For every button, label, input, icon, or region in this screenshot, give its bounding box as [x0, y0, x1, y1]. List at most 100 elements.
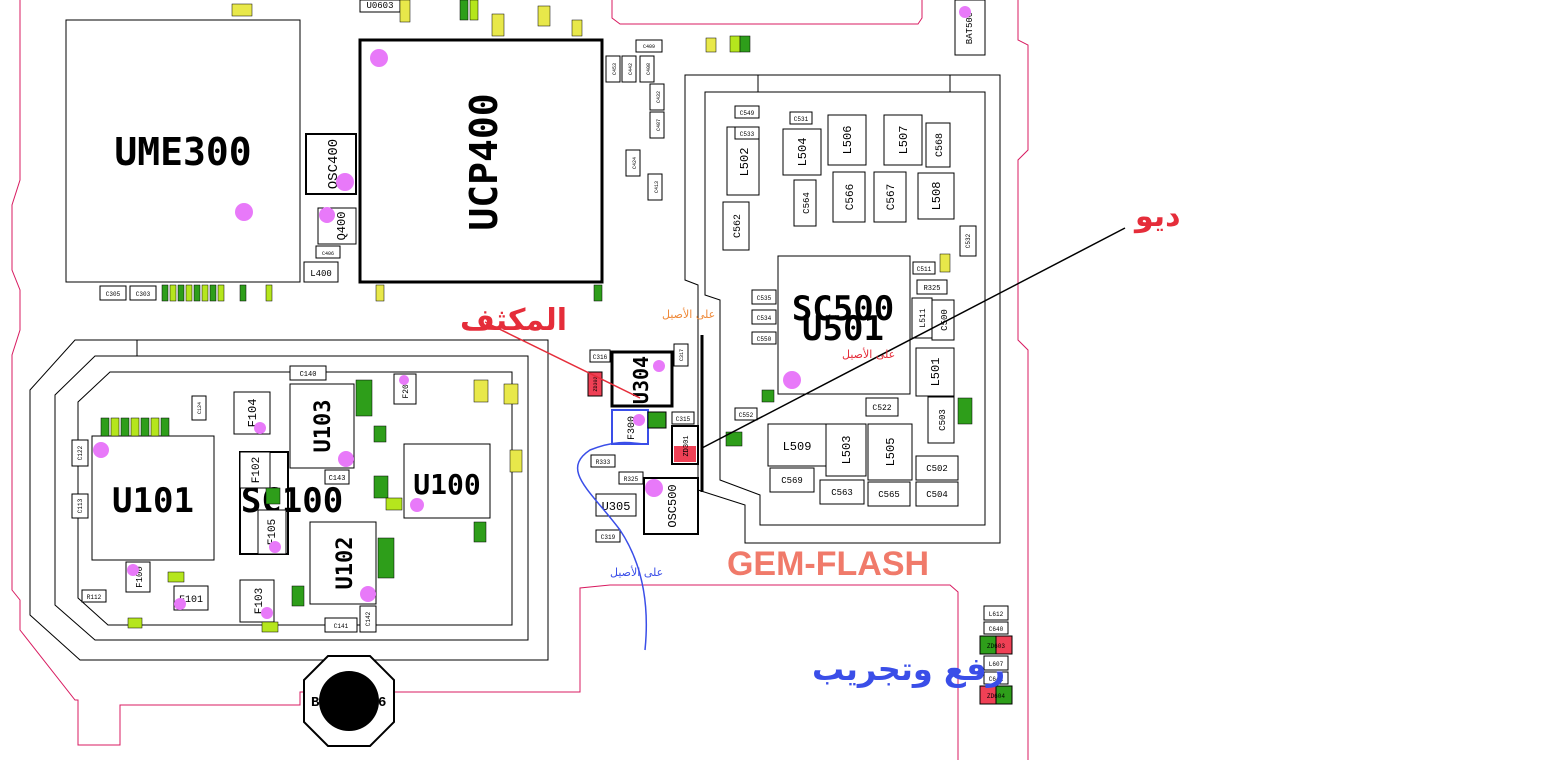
shield-frame-lower-left: [29, 339, 549, 661]
chip-label-f105: F105: [267, 519, 279, 545]
test-point-dot: [399, 375, 409, 385]
label-c442: C442: [628, 63, 634, 75]
label-l509: L509: [783, 440, 812, 454]
label-c568: C568: [935, 133, 946, 157]
chip-label-f300: F300: [627, 416, 638, 440]
watermark-gem-flash: GEM-FLASH: [727, 545, 929, 583]
chip-f105[interactable]: F105: [257, 509, 287, 555]
chip-label-f104: F104: [246, 399, 260, 428]
chip-l400[interactable]: L400: [303, 261, 339, 283]
annotation-original-blue: على الأصيل: [610, 565, 663, 579]
chip-f103[interactable]: F103: [239, 579, 275, 623]
chip-label-u0603: U0603: [366, 1, 393, 11]
chip-bat500[interactable]: BAT500: [954, 0, 986, 56]
label-r112: R112: [87, 594, 102, 601]
test-point-dot: [254, 422, 266, 434]
label-c502: C502: [926, 464, 948, 474]
chip-label-ucp400: UCP400: [462, 93, 506, 230]
chip-f300[interactable]: F300: [611, 409, 649, 445]
label-c122: C122: [77, 445, 84, 460]
label-c511: C511: [917, 266, 932, 273]
label-c303: C303: [136, 291, 151, 298]
test-point-dot: [360, 586, 376, 602]
chip-u304[interactable]: U304: [610, 350, 674, 408]
connector-label-right: 6: [378, 695, 386, 711]
shield-frame-right: [684, 74, 1001, 544]
label-c565: C565: [878, 490, 900, 500]
chip-osc500[interactable]: OSC500: [643, 477, 699, 535]
test-point-dot: [336, 173, 354, 191]
chip-ucp400[interactable]: UCP400: [358, 38, 604, 284]
label-c141: C141: [334, 623, 349, 630]
chip-sc500[interactable]: SC500 U501: [777, 255, 911, 395]
chip-label-sc500: SC500: [792, 289, 894, 329]
label-c413: C413: [654, 181, 660, 193]
label-c424: C424: [632, 157, 638, 169]
chip-u100[interactable]: U100: [403, 443, 491, 519]
chip-u0603[interactable]: U0603: [359, 0, 401, 13]
chip-label-zd302: ZD302: [593, 376, 599, 391]
chip-label-u501: U501: [802, 309, 884, 349]
annotation-line-diode: [701, 227, 1126, 449]
label-c562: C562: [733, 214, 744, 238]
chip-f100[interactable]: F100: [125, 561, 151, 593]
chip-label-l400: L400: [310, 269, 332, 279]
chip-osc400[interactable]: OSC400: [305, 133, 357, 195]
chip-f204[interactable]: F204: [393, 373, 417, 405]
label-c319: C319: [601, 534, 616, 541]
annotation-original-red: على الأصيل: [842, 347, 895, 361]
chip-ume300[interactable]: UME300: [65, 19, 301, 283]
label-l511: L511: [919, 308, 928, 327]
label-c567: C567: [886, 184, 898, 210]
label-c531: C531: [794, 116, 809, 123]
label-l607: L607: [989, 661, 1004, 668]
label-c569: C569: [781, 476, 803, 486]
chip-f101[interactable]: F101: [173, 585, 209, 611]
label-c535: C535: [757, 295, 772, 302]
label-c317: C317: [679, 349, 685, 361]
green-component: [647, 411, 667, 429]
label-c124: C124: [197, 402, 203, 414]
label-c563: C563: [831, 488, 853, 498]
label-c641: C641: [989, 676, 1004, 683]
label-c564: C564: [802, 192, 812, 214]
label-c315: C315: [676, 416, 691, 423]
test-point-dot: [235, 203, 253, 221]
annotation-capacitor: المكثف: [460, 303, 567, 338]
test-point-dot: [127, 564, 139, 576]
annotation-line-lift: [577, 441, 648, 651]
test-point-dot: [370, 49, 388, 67]
label-c552: C552: [739, 412, 754, 419]
chip-zd301[interactable]: ZD301: [671, 425, 699, 465]
right-edge-components: L612 C640 ZD603 L607 C641 ZD604: [979, 605, 1013, 705]
chip-u305[interactable]: U305: [595, 493, 637, 517]
chip-u102[interactable]: U102: [309, 521, 377, 605]
label-c549: C549: [740, 110, 755, 117]
label-r325-center: R325: [624, 476, 639, 483]
label-l612: L612: [989, 611, 1004, 618]
chip-label-bat500: BAT500: [965, 12, 975, 44]
test-point-dot: [261, 607, 273, 619]
ucp400-side-components: C453 C442 C408 C432 C487 C424 C413 C409 …: [99, 39, 665, 301]
label-l502: L502: [738, 148, 752, 177]
label-c640: C640: [989, 626, 1004, 633]
label-c453: C453: [612, 63, 618, 75]
label-c113: C113: [77, 498, 84, 513]
octagon-connector[interactable]: B 6: [303, 655, 395, 747]
chip-label-f103: F103: [254, 588, 266, 614]
chip-u101[interactable]: U101: [91, 435, 215, 561]
label-c566: C566: [845, 184, 857, 210]
chip-label-f102: F102: [251, 457, 263, 483]
test-point-dot: [653, 360, 665, 372]
label-l505: L505: [884, 438, 898, 467]
chip-f104[interactable]: F104: [233, 391, 271, 435]
label-c532: C532: [965, 233, 972, 248]
test-point-dot: [319, 207, 335, 223]
chip-label-f204: F204: [402, 379, 411, 398]
chip-f102[interactable]: F102: [239, 451, 271, 489]
chip-q400[interactable]: Q400: [317, 207, 357, 245]
annotation-original-orange: على الأصيل: [662, 307, 715, 321]
chip-u103[interactable]: U103: [289, 383, 355, 469]
label-c432: C432: [656, 91, 662, 103]
